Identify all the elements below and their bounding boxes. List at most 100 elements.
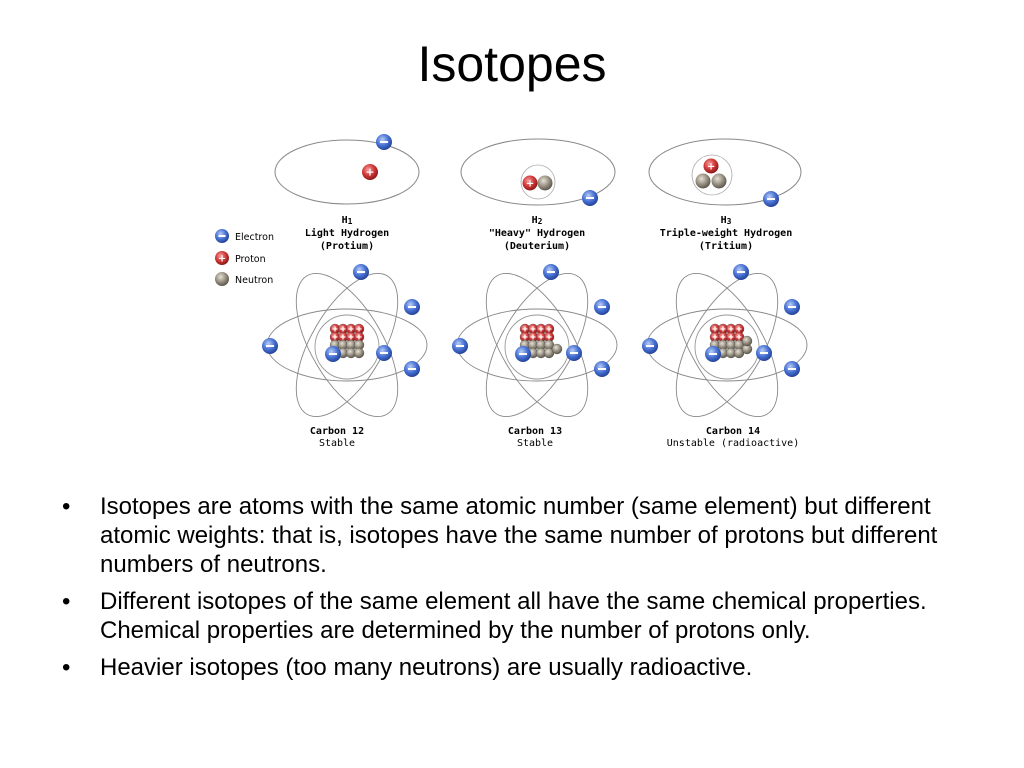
svg-text:+: +: [365, 166, 374, 179]
inner-orbit: [520, 164, 556, 200]
legend-proton-icon: +: [215, 251, 229, 265]
neutron: [711, 173, 727, 189]
electron: [515, 346, 531, 362]
electron: [642, 338, 658, 354]
svg-text:Stable: Stable: [517, 438, 553, 449]
hydrogen-label-3: H3 Triple-weight Hydrogen (Tritium): [660, 215, 792, 252]
svg-text:Light Hydrogen: Light Hydrogen: [305, 227, 389, 239]
proton: [345, 323, 357, 335]
proton: +: [522, 175, 538, 191]
electron: [733, 264, 749, 280]
hydrogen-2-atom: +: [460, 138, 616, 206]
bullet-marker: •: [62, 493, 71, 520]
proton: +: [703, 158, 719, 174]
carbon-label-2: Carbon 13 Stable: [508, 426, 562, 449]
inner-orbit: [691, 154, 733, 196]
electron: [376, 134, 392, 150]
electron: [566, 345, 582, 361]
electron: [404, 361, 420, 377]
neutron: [353, 347, 365, 359]
svg-text:H3: H3: [721, 215, 732, 226]
legend: Electron + Proton Neutron: [215, 229, 274, 286]
hydrogen-3-atom: +: [648, 138, 802, 207]
electron: [763, 191, 779, 207]
orbit: [485, 272, 589, 418]
svg-text:+: +: [707, 162, 715, 173]
orbit: [675, 272, 779, 418]
carbon-atom-2: [452, 264, 618, 418]
orbit: [648, 138, 802, 206]
bullet-marker: •: [62, 588, 71, 615]
orbit: [295, 272, 399, 418]
bullet-list: • Isotopes are atoms with the same atomic…: [62, 492, 982, 690]
bullet-marker: •: [62, 654, 71, 681]
svg-text:Carbon 12: Carbon 12: [310, 426, 364, 437]
svg-text:Carbon 13: Carbon 13: [508, 426, 562, 437]
electron: [353, 264, 369, 280]
electron: [543, 264, 559, 280]
svg-text:Unstable (radioactive): Unstable (radioactive): [667, 438, 799, 449]
hydrogen-label-1: H1 Light Hydrogen (Protium): [305, 215, 389, 252]
bullet-text: Isotopes are atoms with the same atomic …: [100, 493, 938, 578]
electron: [784, 361, 800, 377]
carbon-label-1: Carbon 12 Stable: [310, 426, 364, 449]
nucleus: [709, 323, 753, 359]
orbit: [295, 272, 399, 418]
svg-text:Carbon 14: Carbon 14: [706, 426, 760, 437]
neutron: [551, 343, 563, 355]
svg-text:H2: H2: [532, 215, 543, 226]
electron: [784, 299, 800, 315]
proton: +: [362, 164, 378, 180]
legend-neutron-icon: [215, 272, 229, 286]
proton: [519, 323, 531, 335]
bullet-item: • Isotopes are atoms with the same atomic…: [62, 492, 982, 579]
proton: [329, 331, 341, 343]
electron: [404, 299, 420, 315]
orbit: [460, 138, 616, 206]
bullet-item: • Different isotopes of the same element …: [62, 587, 982, 645]
svg-text:Stable: Stable: [319, 438, 355, 449]
slide-title: Isotopes: [417, 36, 607, 92]
svg-text:(Tritium): (Tritium): [699, 240, 753, 252]
bullet-item: • Heavier isotopes (too many neutrons) ar…: [62, 653, 982, 682]
svg-text:Triple-weight Hydrogen: Triple-weight Hydrogen: [660, 227, 792, 239]
bullet-text: Heavier isotopes (too many neutrons) are…: [100, 654, 753, 681]
electron: [262, 338, 278, 354]
neutron: [695, 173, 711, 189]
svg-text:"Heavy" Hydrogen: "Heavy" Hydrogen: [489, 228, 585, 239]
proton: [733, 331, 745, 343]
electron: [325, 346, 341, 362]
legend-electron: Electron: [235, 232, 274, 243]
electron: [452, 338, 468, 354]
electron: [594, 299, 610, 315]
bullet-text: Different isotopes of the same element a…: [100, 588, 927, 644]
legend-neutron: Neutron: [235, 275, 273, 286]
isotope-diagram: + + + H1 Light Hydrogen (Protium): [215, 134, 808, 449]
neutron: [537, 175, 553, 191]
svg-text:(Deuterium): (Deuterium): [504, 240, 570, 252]
proton: [353, 331, 365, 343]
orbit: [274, 139, 420, 205]
hydrogen-label-2: H2 "Heavy" Hydrogen (Deuterium): [489, 215, 585, 252]
svg-text:+: +: [218, 254, 226, 265]
proton: [353, 323, 365, 335]
carbon-label-3: Carbon 14 Unstable (radioactive): [667, 426, 799, 449]
svg-text:(Protium): (Protium): [320, 240, 374, 252]
electron: [582, 190, 598, 206]
legend-electron-icon: [215, 229, 229, 243]
neutron: [741, 335, 753, 347]
hydrogen-1-atom: +: [274, 134, 420, 205]
proton: [527, 331, 539, 343]
orbit: [485, 272, 589, 418]
carbon-atoms: [262, 264, 808, 418]
electron: [756, 345, 772, 361]
svg-text:H1: H1: [342, 215, 353, 226]
carbon-atom-3: [642, 264, 808, 418]
electron: [594, 361, 610, 377]
svg-text:+: +: [526, 179, 534, 190]
orbit: [675, 272, 779, 418]
electron: [705, 346, 721, 362]
legend-proton: Proton: [235, 254, 266, 265]
electron: [376, 345, 392, 361]
carbon-atom-1: [262, 264, 428, 418]
